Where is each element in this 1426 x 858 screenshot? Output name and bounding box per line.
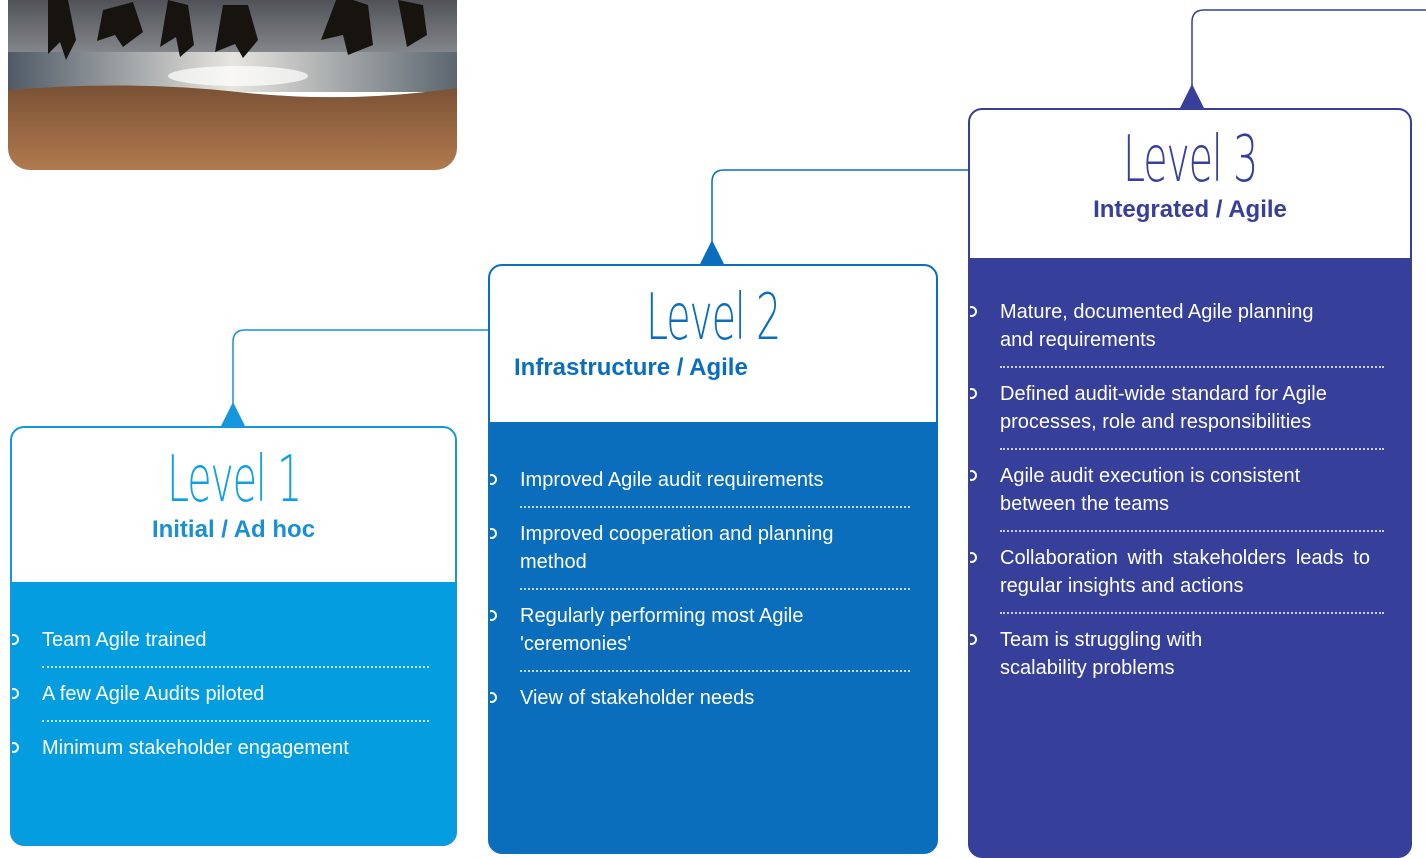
level-card-header: Level 2 Infrastructure / Agile (490, 266, 936, 422)
connector-lines (220, 9, 1426, 428)
arrow-up-icon (699, 240, 725, 266)
level-title: Level 2 (646, 281, 781, 355)
list-item: Team is struggling with scalability prob… (970, 626, 1410, 696)
bullet-icon (490, 610, 497, 621)
level-subtitle: Integrated / Agile (1093, 196, 1287, 223)
level-card-2: Level 2 Infrastructure / Agile Improved … (488, 264, 938, 854)
list-item: Improved cooperation and planning method (490, 520, 936, 590)
bullet-icon (970, 306, 977, 317)
list-item: Minimum stakeholder engagement (12, 734, 455, 776)
bullet-icon (970, 470, 977, 481)
beach-photo-illustration (8, 0, 457, 170)
arrow-up-icon (220, 402, 246, 428)
bullet-icon (490, 692, 497, 703)
list-item: View of stakeholder needs (490, 684, 936, 726)
bullet-icon (12, 742, 19, 753)
list-item: Collaboration with stakeholders leads to… (970, 544, 1410, 614)
level-items-list: Improved Agile audit requirements Improv… (490, 422, 936, 726)
connector-level1-level2 (232, 329, 488, 404)
level-title: Level 1 (166, 443, 302, 517)
bullet-icon (12, 634, 19, 645)
level-subtitle: Infrastructure / Agile (514, 354, 748, 381)
arrow-up-icon (1179, 84, 1205, 110)
level-items-list: Mature, documented Agile planning and re… (970, 258, 1410, 696)
list-item: Regularly performing most Agile 'ceremon… (490, 602, 936, 672)
list-item: Agile audit execution is consistent betw… (970, 462, 1410, 532)
bullet-icon (970, 634, 977, 645)
level-card-header: Level 3 Integrated / Agile (970, 110, 1410, 258)
connector-level3-next (1191, 9, 1426, 88)
bullet-icon (12, 688, 19, 699)
level-subtitle: Initial / Ad hoc (151, 516, 316, 543)
bullet-icon (970, 552, 977, 563)
level-card-1: Level 1 Initial / Ad hoc Team Agile trai… (10, 426, 457, 846)
header-photo (8, 0, 457, 170)
list-item: Improved Agile audit requirements (490, 466, 936, 508)
bullet-icon (970, 388, 977, 399)
level-card-header: Level 1 Initial / Ad hoc (12, 428, 455, 582)
list-item: Team Agile trained (12, 626, 455, 668)
level-items-list: Team Agile trained A few Agile Audits pi… (12, 582, 455, 776)
connector-level2-level3 (711, 169, 968, 243)
bullet-icon (490, 474, 497, 485)
level-title: Level 3 (1123, 123, 1258, 197)
list-item: A few Agile Audits piloted (12, 680, 455, 722)
list-item: Defined audit-wide standard for Agile pr… (970, 380, 1410, 450)
bullet-icon (490, 528, 497, 539)
list-item: Mature, documented Agile planning and re… (970, 298, 1410, 368)
level-card-3: Level 3 Integrated / Agile Mature, docum… (968, 108, 1412, 858)
